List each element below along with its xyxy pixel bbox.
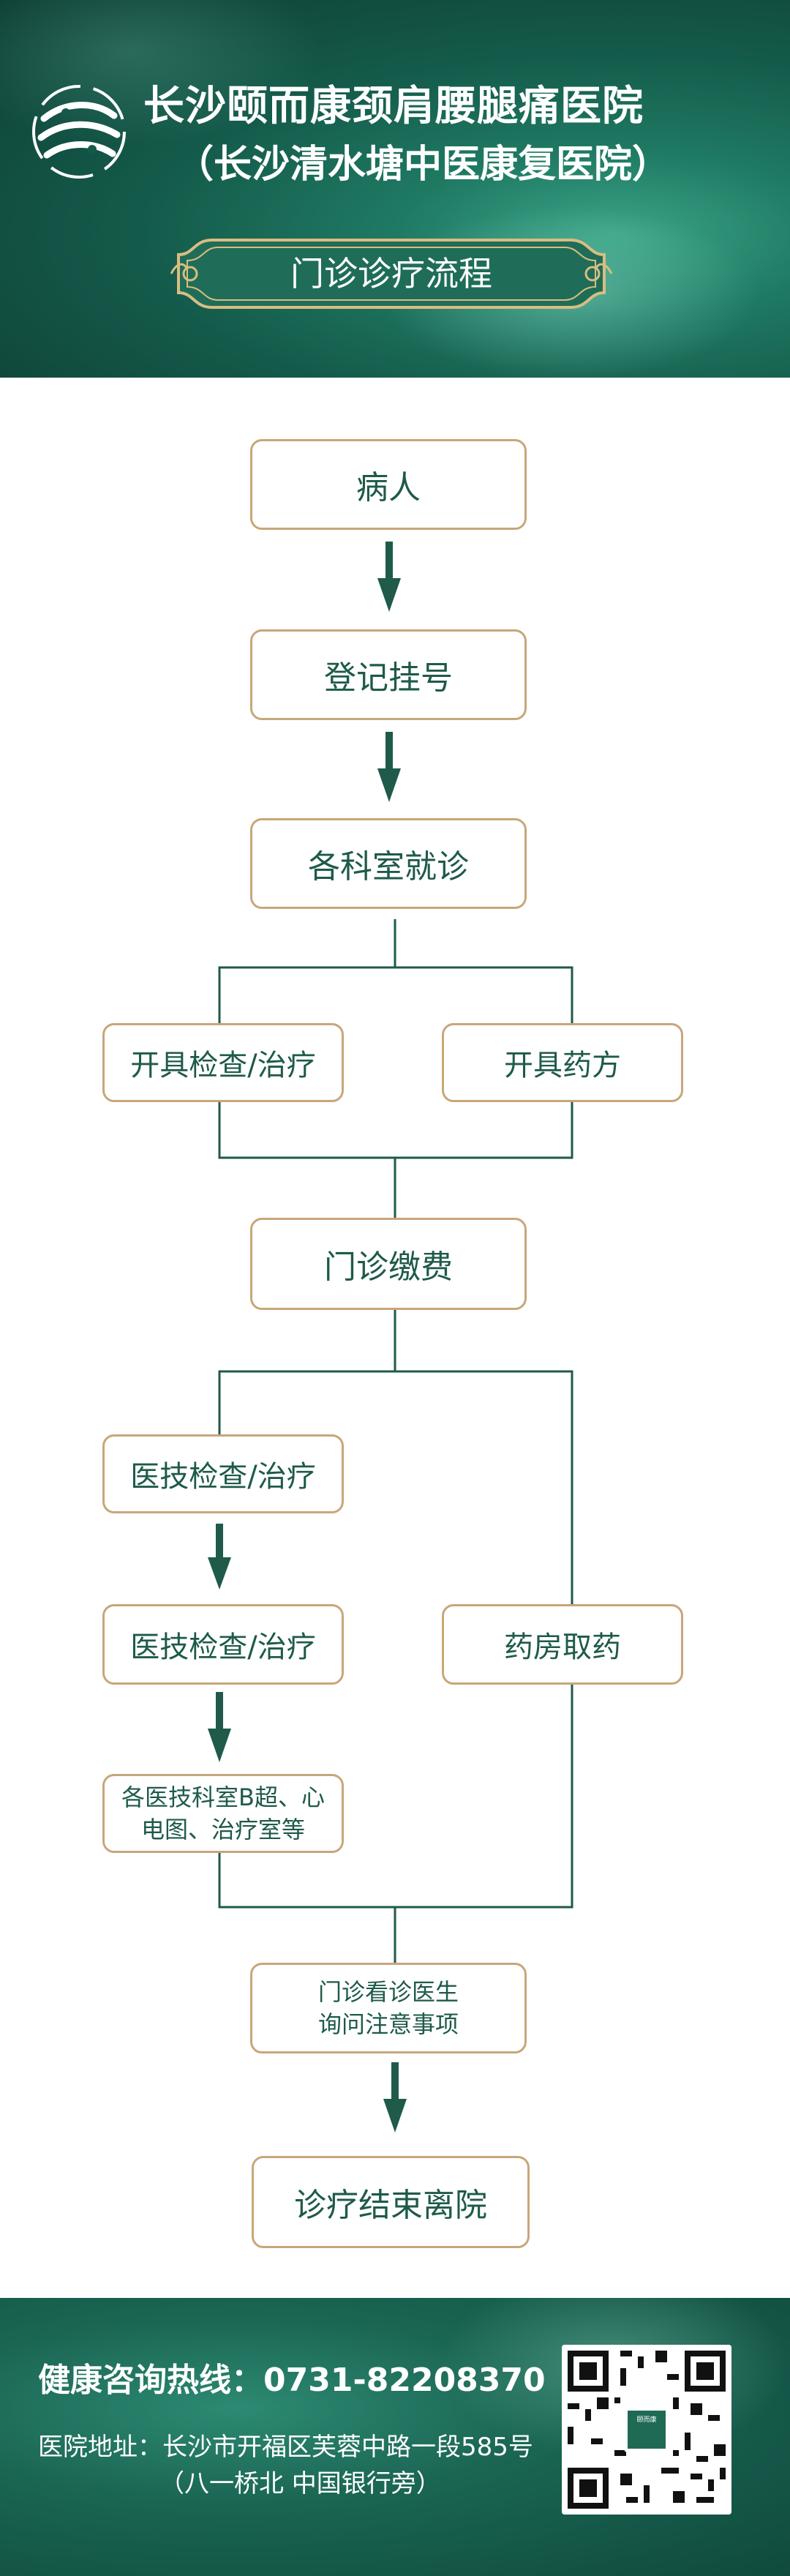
step-tech-exam-1: 医技检查/治疗 (102, 1434, 344, 1513)
arrow-head (208, 1729, 231, 1762)
title-banner-frame (170, 239, 613, 309)
arrow-head (377, 768, 401, 802)
step-prescription: 开具药方 (442, 1023, 683, 1102)
split-payment-branches (218, 1370, 573, 1604)
step-exam-treatment: 开具检查/治疗 (102, 1023, 344, 1102)
hospital-address: 医院地址：长沙市开福区芙蓉中路一段585号 (38, 2433, 533, 2462)
step-discharge: 诊疗结束离院 (252, 2156, 530, 2248)
step-patient: 病人 (250, 439, 527, 530)
step-tech-exam-2: 医技检查/治疗 (102, 1604, 344, 1685)
arrow-head (377, 578, 401, 612)
arrow-head (383, 2099, 407, 2133)
step-register: 登记挂号 (250, 629, 527, 720)
step-doctor-consult: 门诊看诊医生 询问注意事项 (250, 1963, 527, 2053)
qr-center-label: 颐而康 (636, 2416, 657, 2424)
hospital-logo-icon (32, 85, 126, 179)
split-department-branches (218, 966, 573, 1023)
contact-hotline: 健康咨询热线：0731-82208370 (38, 2362, 546, 2399)
step-department-visit: 各科室就诊 (250, 818, 527, 909)
footer-contact: 健康咨询热线：0731-82208370 医院地址：长沙市开福区芙蓉中路一段58… (0, 2298, 790, 2576)
header-banner: 长沙颐而康颈肩腰腿痛医院 （长沙清水塘中医康复医院） 门诊诊疗流程 (0, 0, 790, 378)
hospital-alias: （长沙清水塘中医康复医院） (176, 143, 671, 187)
hospital-name: 长沙颐而康颈肩腰腿痛医院 (143, 83, 644, 130)
qr-center-logo: 颐而康 (625, 2408, 669, 2452)
arrow-head (208, 1557, 231, 1590)
merge-exam-prescription (218, 1102, 573, 1159)
page-title: 门诊诊疗流程 (290, 254, 492, 293)
flowchart-connectors (208, 542, 573, 2133)
step-tech-rooms: 各医技科室B超、心 电图、治疗室等 (102, 1774, 344, 1853)
step-payment: 门诊缴费 (250, 1218, 527, 1310)
step-pharmacy: 药房取药 (442, 1604, 683, 1685)
address-landmark: （八一桥北 中国银行旁） (159, 2469, 441, 2498)
